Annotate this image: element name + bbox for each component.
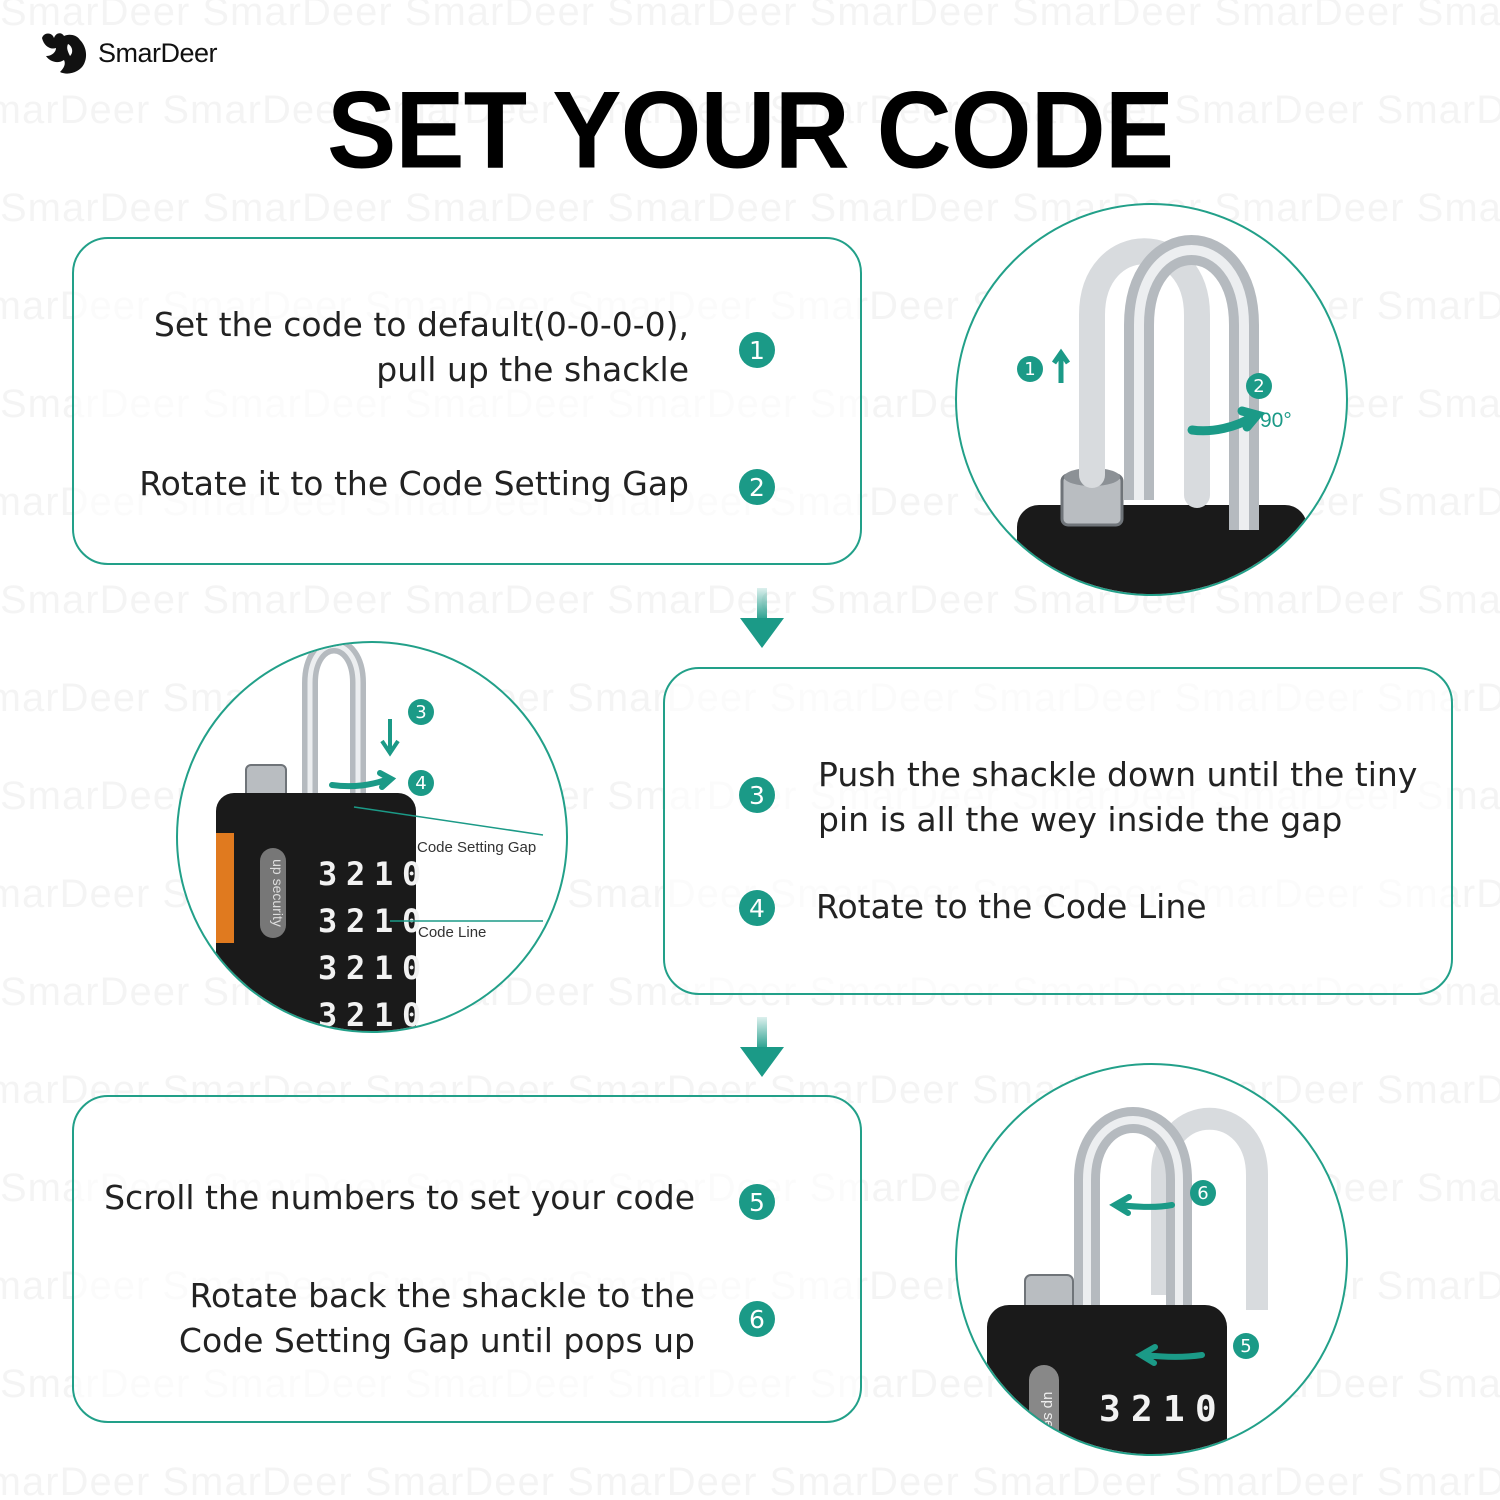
dial-digit[interactable]: 1 xyxy=(374,949,393,987)
dial-digit[interactable]: 3 xyxy=(318,949,337,987)
deer-logo-icon xyxy=(42,33,87,74)
code-setting-gap-label: Code Setting Gap xyxy=(417,839,537,856)
watermark-row: SmarDeer SmarDeer SmarDeer SmarDeer Smar… xyxy=(0,1460,1500,1500)
card-steps-5-6 xyxy=(72,1095,862,1423)
step-6-line-1: Rotate back the shackle to the xyxy=(189,1276,695,1315)
watermark-row: SmarDeer SmarDeer SmarDeer SmarDeer Smar… xyxy=(0,0,1500,35)
step-1-line-1: Set the code to default(0-0-0-0), xyxy=(153,305,689,344)
card-steps-3-4 xyxy=(663,667,1453,995)
step-3-line-2: pin is all the wey inside the gap xyxy=(818,800,1343,839)
figure-2-badge-3: 3 xyxy=(408,699,434,725)
step-4-line-1: Rotate to the Code Line xyxy=(816,887,1207,926)
step-3-badge: 3 xyxy=(739,777,775,813)
shackle-ghost xyxy=(1079,238,1210,508)
figure-3-badge-5: 5 xyxy=(1233,1333,1259,1359)
dial-digit[interactable]: 2 xyxy=(1131,1389,1153,1430)
step-1-badge: 1 xyxy=(739,332,775,368)
dial-digit[interactable]: 2 xyxy=(346,855,365,893)
figure-1-badge-1: 1 xyxy=(1017,356,1043,382)
step-6-text: Rotate back the shackle to the Code Sett… xyxy=(35,1273,695,1363)
step-5-text: Scroll the numbers to set your code xyxy=(35,1175,695,1220)
dial-digit[interactable]: 1 xyxy=(374,996,393,1033)
step-2-badge: 2 xyxy=(739,469,775,505)
down-arrow-icon xyxy=(740,588,784,648)
figure-1-angle-label: 90° xyxy=(1260,409,1292,432)
dial-digit[interactable]: 1 xyxy=(374,902,393,940)
dial-digit[interactable]: 1 xyxy=(1163,1389,1185,1430)
dial-digit[interactable]: 0 xyxy=(402,855,421,893)
code-line-label: Code Line xyxy=(418,924,487,941)
brand-logo: SmarDeer xyxy=(38,30,218,76)
arrow-up-icon xyxy=(1051,348,1071,383)
step-1-line-2: pull up the shackle xyxy=(376,350,689,389)
step-2-line-1: Rotate it to the Code Setting Gap xyxy=(139,464,689,503)
brand-name: SmarDeer xyxy=(98,37,218,68)
dial-digit[interactable]: 3 xyxy=(318,902,337,940)
shackle xyxy=(302,643,366,803)
lock-brand-text: up se xyxy=(1040,1392,1057,1429)
figure-1-pull-rotate: 1 2 90° xyxy=(955,203,1348,596)
step-4-text: Rotate to the Code Line xyxy=(816,884,1436,929)
rotate-arrow-icon xyxy=(329,770,397,790)
step-6-badge: 6 xyxy=(739,1301,775,1337)
step-6-line-2: Code Setting Gap until pops up xyxy=(178,1321,695,1360)
dial-digit[interactable]: 0 xyxy=(1195,1389,1217,1430)
dial-digit[interactable]: 3 xyxy=(1099,1389,1121,1430)
arrow-left-icon xyxy=(1135,1344,1205,1366)
dial-digit[interactable]: 0 xyxy=(402,996,421,1033)
dial-digit[interactable]: 1 xyxy=(374,855,393,893)
figure-1-badge-2: 2 xyxy=(1246,373,1272,399)
lock-body xyxy=(987,1305,1227,1454)
card-steps-1-2 xyxy=(72,237,862,565)
step-5-badge: 5 xyxy=(739,1184,775,1220)
figure-3-badge-6: 6 xyxy=(1190,1180,1216,1206)
step-5-line-1: Scroll the numbers to set your code xyxy=(104,1178,695,1217)
dial-digit[interactable]: 2 xyxy=(346,949,365,987)
dial-digit[interactable]: 2 xyxy=(346,996,365,1033)
down-arrow-icon xyxy=(740,1017,784,1077)
dial-digit[interactable]: 2 xyxy=(346,902,365,940)
step-3-text: Push the shackle down until the tiny pin… xyxy=(818,752,1438,842)
rotate-back-arrow-icon xyxy=(1109,1194,1175,1216)
step-1-text: Set the code to default(0-0-0-0), pull u… xyxy=(49,302,689,392)
lock-brand-text: up security xyxy=(270,859,286,927)
dial-digit[interactable]: 0 xyxy=(402,949,421,987)
dial-digit[interactable]: 3 xyxy=(318,996,337,1033)
dial-digit[interactable]: 3 xyxy=(318,855,337,893)
step-3-line-1: Push the shackle down until the tiny xyxy=(818,755,1418,794)
step-2-text: Rotate it to the Code Setting Gap xyxy=(49,461,689,506)
page-title: SET YOUR CODE xyxy=(326,70,1174,192)
arrow-down-icon xyxy=(380,719,400,757)
step-4-badge: 4 xyxy=(739,890,775,926)
rotate-arrow-icon xyxy=(1187,406,1265,436)
figure-2-badge-4: 4 xyxy=(408,770,434,796)
